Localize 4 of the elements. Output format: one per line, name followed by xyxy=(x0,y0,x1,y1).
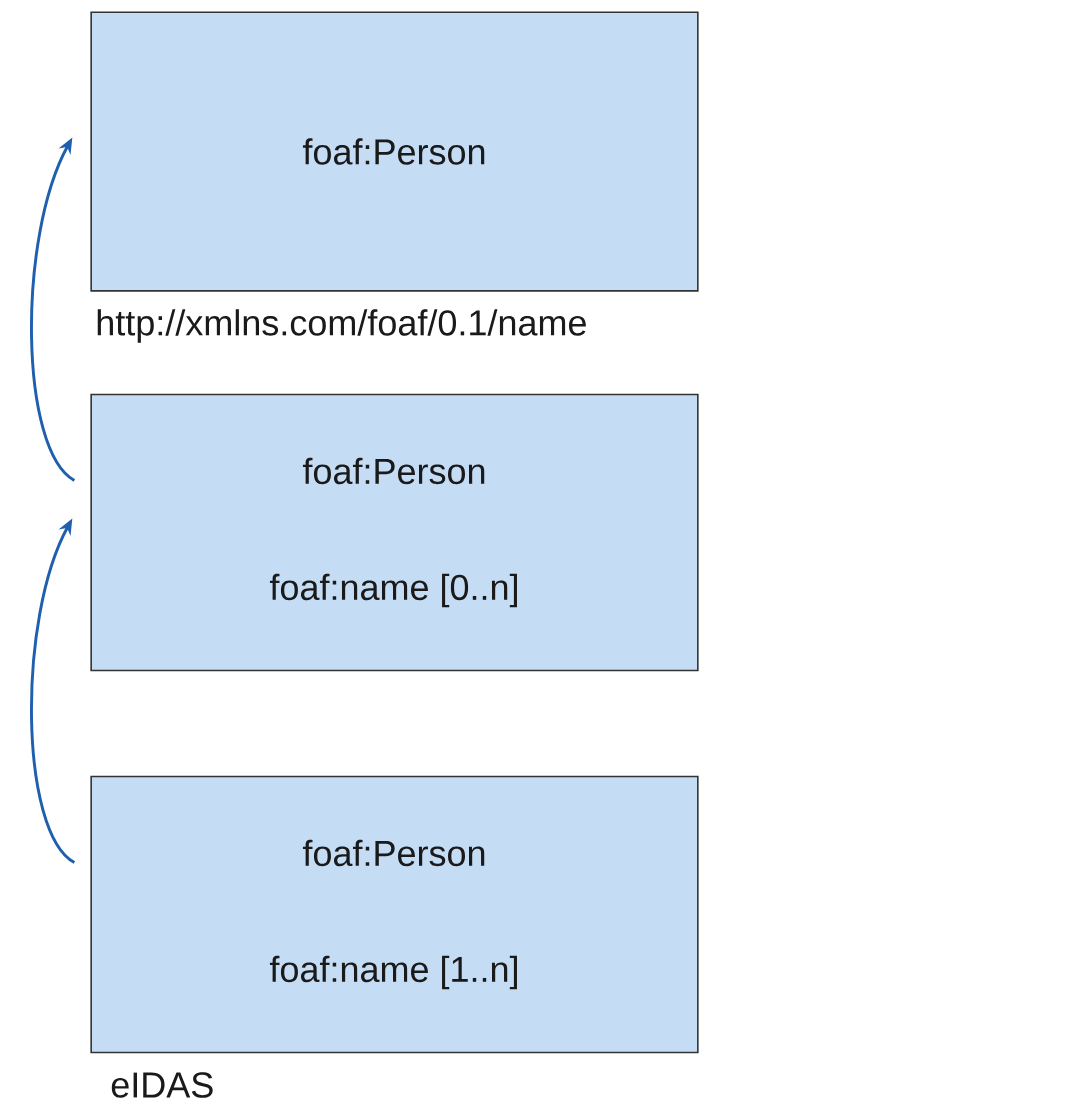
class-box: foaf:Person xyxy=(90,11,699,292)
url-caption: eIDAS xyxy=(111,1072,213,1098)
class-box: foaf:Person foaf:name [0..n] xyxy=(90,393,699,672)
url-caption: http://xmlns.com/foaf/0.1/name xyxy=(97,309,586,343)
